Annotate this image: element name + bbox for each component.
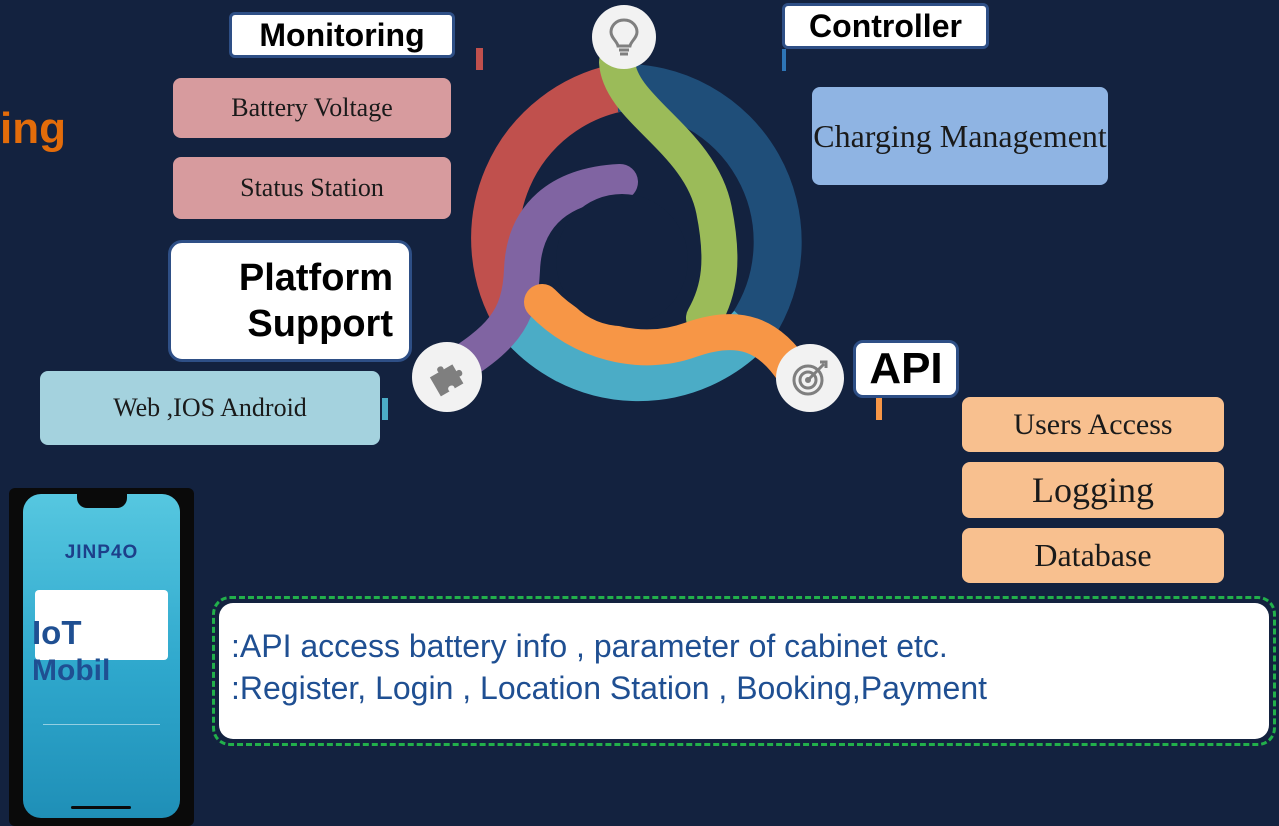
home-indicator	[71, 806, 131, 809]
charging-management-box: Charging Management	[812, 87, 1108, 185]
lightbulb-icon	[592, 5, 656, 69]
target-icon	[776, 344, 844, 412]
phone-notch	[77, 494, 127, 508]
phone-mockup: JINP4O	[9, 488, 194, 826]
arm-green	[599, 44, 738, 336]
platform-label-line1: Platform	[238, 257, 393, 299]
mobil-title: Mobil	[32, 654, 111, 687]
section-heading: ing	[0, 104, 66, 153]
controller-connector	[782, 49, 786, 71]
web-ios-android-box: Web ,IOS Android	[40, 371, 380, 445]
api-connector	[876, 398, 882, 420]
platform-support-label: Platform Support	[168, 240, 412, 362]
ring-segment-monitoring	[471, 64, 623, 332]
api-label: API	[853, 340, 959, 398]
iot-title: IoT	[32, 614, 82, 651]
phone-screen: JINP4O	[23, 494, 180, 818]
status-station-box: Status Station	[173, 157, 451, 219]
logging-box: Logging	[962, 462, 1224, 518]
ring-segment-cyan	[498, 303, 770, 402]
brand-logo: JINP4O	[64, 542, 139, 563]
platform-label-line2: Support	[247, 303, 393, 345]
puzzle-icon	[412, 342, 482, 412]
note-line-1: :API access battery info , parameter of …	[231, 628, 948, 664]
cycle-diagram	[430, 44, 813, 402]
arm-orange	[524, 284, 813, 392]
battery-voltage-box: Battery Voltage	[173, 78, 451, 138]
monitoring-label: Monitoring	[229, 12, 455, 58]
notes-content: :API access battery info , parameter of …	[219, 603, 1269, 739]
database-box: Database	[962, 528, 1224, 583]
monitoring-connector	[476, 48, 483, 70]
controller-label: Controller	[782, 3, 989, 49]
note-line-2: :Register, Login , Location Station , Bo…	[231, 670, 988, 706]
divider	[43, 724, 160, 725]
platform-connector	[382, 398, 388, 420]
login-form-card	[35, 590, 168, 660]
notes-box: :API access battery info , parameter of …	[212, 596, 1276, 746]
ring-segment-controller	[615, 63, 802, 341]
users-access-box: Users Access	[962, 397, 1224, 452]
arm-purple	[430, 164, 638, 390]
